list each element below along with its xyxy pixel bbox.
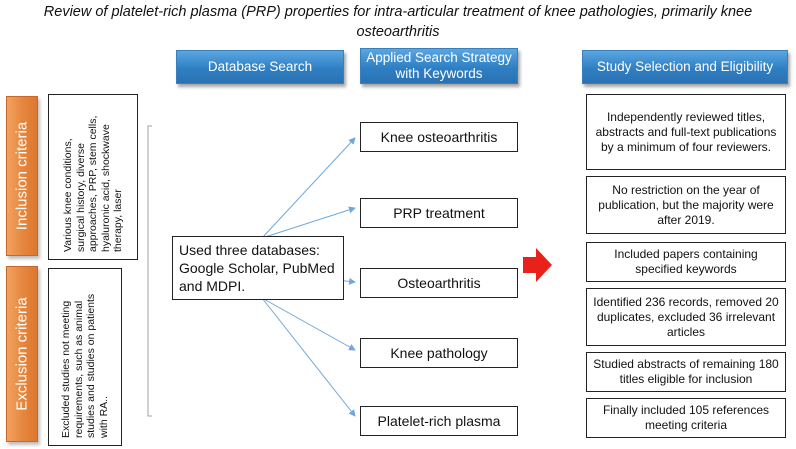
exclusion-criteria-tab: Exclusion criteria [6,266,38,442]
keyword-knee-pathology: Knee pathology [360,338,518,368]
selection-step-final: Finally included 105 references meeting … [586,398,786,438]
keyword-prp-treatment: PRP treatment [360,198,518,228]
connector-prp-treatment [261,206,356,239]
selection-step-reviewers: Independently reviewed titles, abstracts… [586,94,786,170]
header-study-selection: Study Selection and Eligibility [582,50,788,84]
connector-knee-pathology [261,297,356,351]
exclusion-criteria-box: Excluded studies not meeting requirement… [48,268,122,446]
bracket-line [147,125,152,417]
diagram-title: Review of platelet-rich plasma (PRP) pro… [43,4,753,40]
keyword-platelet-rich-plasma: Platelet-rich plasma [360,406,518,436]
selection-step-year: No restriction on the year of publicatio… [586,176,786,234]
selection-step-keywords: Included papers containing specified key… [586,242,786,282]
database-to-keyword-connectors [261,137,356,417]
keyword-osteoarthritis: Osteoarthritis [360,268,518,298]
databases-box: Used three databases: Google Scholar, Pu… [172,236,344,300]
inclusion-criteria-tab: Inclusion criteria [6,96,38,256]
selection-step-abstracts: Studied abstracts of remaining 180 title… [586,352,786,392]
keyword-knee-osteoarthritis: Knee osteoarthritis [360,122,518,152]
inclusion-criteria-box: Various knee conditions, surgical histor… [48,94,138,260]
selection-step-records: Identified 236 records, removed 20 dupli… [586,288,786,346]
red-arrow-icon [523,248,552,282]
header-search-strategy: Applied Search Strategy with Keywords [360,48,518,84]
header-database-search: Database Search [176,50,344,84]
connector-knee-osteoarthritis [261,137,356,239]
connector-platelet-rich-plasma [261,297,356,417]
